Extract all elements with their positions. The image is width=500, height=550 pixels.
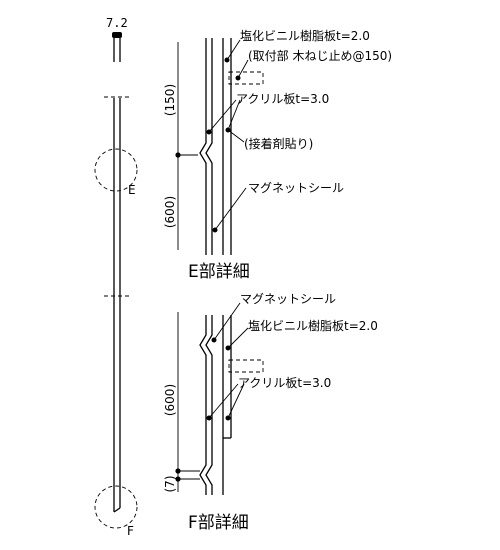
f-acrylic-label: アクリル板t=3.0 — [238, 376, 331, 390]
overall-section: 7.2 E F — [94, 16, 138, 538]
f-detail: (600) (7) マグネットシール 塩化ビニル樹脂板t=2.0 アクリル板t=… — [163, 292, 378, 533]
callout-label-f: F — [127, 524, 134, 538]
e-dim-upper-text: (150) — [163, 84, 177, 116]
top-cap — [112, 32, 122, 38]
e-magnet-leader — [214, 187, 247, 231]
f-screw-hidden — [228, 359, 264, 373]
f-dim-upper-text: (600) — [163, 384, 177, 416]
e-detail: (150) (600) 塩化ビニル樹脂板t=2.0 (取付部 木ねじ止め@150… — [163, 28, 392, 282]
f-acrylic-leader-2 — [227, 383, 245, 419]
e-pvc-label: 塩化ビニル樹脂板t=2.0 — [240, 28, 370, 43]
f-pvc-leader — [227, 327, 249, 349]
e-fixing-label: (取付部 木ねじ止め@150) — [248, 48, 392, 63]
callout-circle-f — [94, 485, 138, 529]
top-dimension-text: 7.2 — [106, 16, 128, 30]
e-adhesive-leader — [227, 129, 245, 143]
e-dimension-tick — [175, 152, 181, 158]
e-magnet-label: マグネットシール — [248, 181, 344, 195]
e-fixing-leader — [237, 59, 249, 79]
f-dimension-tick-2 — [175, 476, 181, 482]
e-acrylic-outer — [199, 38, 207, 255]
e-dim-lower-text: (600) — [163, 196, 177, 228]
e-acrylic-label: アクリル板t=3.0 — [236, 92, 329, 106]
e-acrylic-leader-2 — [227, 99, 241, 131]
e-pvc-leader — [226, 39, 241, 61]
f-dimension-tick-1 — [175, 468, 181, 474]
panel-bottom — [113, 507, 121, 513]
f-detail-title: F部詳細 — [188, 513, 249, 533]
f-acrylic-outer — [199, 315, 207, 495]
e-screw-hidden — [228, 71, 264, 85]
e-acrylic-leader-1 — [208, 99, 237, 133]
f-dim-lower-text: (7) — [163, 476, 177, 493]
f-pvc-label: 塩化ビニル樹脂板t=2.0 — [248, 318, 378, 333]
f-magnet-leader — [213, 302, 241, 341]
e-adhesive-label: (接着剤貼り) — [244, 136, 313, 151]
f-acrylic-leader-1 — [208, 383, 239, 419]
f-magnet-label: マグネットシール — [240, 292, 336, 306]
callout-circle-e — [94, 148, 138, 192]
f-acrylic-inner — [205, 315, 213, 495]
e-detail-title: E部詳細 — [188, 262, 250, 282]
callout-label-e: E — [128, 183, 136, 197]
e-acrylic-inner — [205, 38, 213, 255]
